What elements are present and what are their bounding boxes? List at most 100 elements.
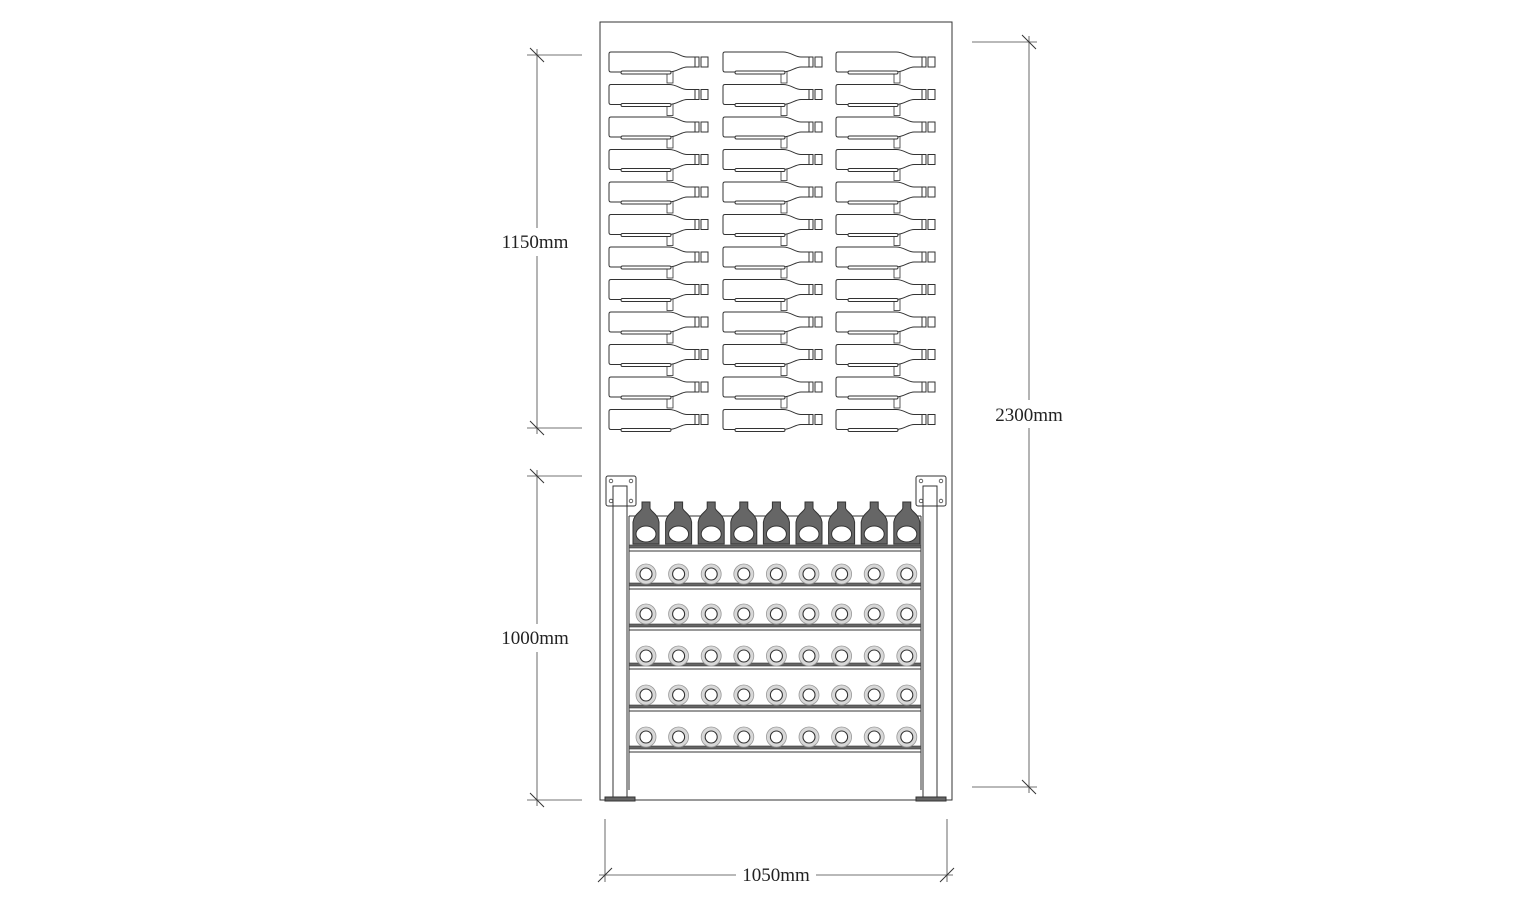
wine-bottle-top-shelf [730,501,758,545]
right-mount-bracket [915,475,947,507]
wine-bottle-side [608,409,709,432]
wine-bottle-base [766,603,787,625]
wine-bottle-base [831,726,852,748]
wine-bottle-base [863,726,885,748]
left-post [612,485,628,799]
wine-bottle-side [722,376,823,409]
wine-bottle-side [608,344,709,376]
shelf [628,704,922,712]
wine-bottle-side [835,84,936,116]
wine-bottle-base [863,684,885,706]
wine-bottle-side [608,149,709,181]
lower-height-label: 1000mm [501,628,569,649]
wine-bottle-side [608,279,709,311]
total-height-label: 2300mm [995,405,1063,426]
wine-bottle-base [896,684,918,706]
wine-bottle-base [733,563,755,585]
wine-bottle-base [700,726,722,748]
wine-bottle-top-shelf [893,501,921,545]
wine-bottle-base [766,684,787,706]
wine-bottle-base [766,645,787,667]
wine-bottle-base [635,603,657,625]
wine-bottle-side [835,409,936,432]
dimension-total-height: 2300mm [972,34,1063,795]
wine-bottle-base [863,645,885,667]
wine-bottle-side [835,344,936,376]
wine-bottle-side [722,84,823,116]
left-mount-bracket [605,475,637,507]
wine-bottle-base [863,563,885,585]
dimension-upper-height: 1150mm [502,47,582,436]
wine-bottle-top-shelf [632,501,660,545]
width-label: 1050mm [742,865,810,886]
wine-bottle-base [831,684,852,706]
wine-bottle-side [835,311,936,344]
wine-bottle-side [835,246,936,279]
wine-bottle-top-shelf [860,501,888,545]
wine-bottle-side [608,311,709,344]
wine-bottle-base [733,645,755,667]
wine-bottle-base [700,645,722,667]
wine-bottle-base [798,563,820,585]
wine-bottle-base [896,726,918,748]
wine-bottle-side [835,279,936,311]
wine-bottle-base [798,645,820,667]
wine-bottle-top-shelf [697,501,725,545]
right-post [922,485,938,799]
wine-bottle-side [608,84,709,116]
wine-bottle-base [831,603,852,625]
wine-bottle-side [835,116,936,149]
wine-bottle-side [722,51,823,84]
wine-bottle-base [896,645,918,667]
wine-bottle-base [896,563,918,585]
wine-bottle-base [733,603,755,625]
wine-bottle-base [831,645,852,667]
left-foot [604,796,636,802]
wine-bottle-top-shelf [665,501,693,545]
wine-bottle-base [700,684,722,706]
wine-bottle-side [835,376,936,409]
wine-bottle-side [608,51,709,84]
wine-bottle-base [668,603,689,625]
wine-bottle-top-shelf [795,501,823,545]
wine-bottle-side [608,376,709,409]
dimension-width: 1050mm [597,819,955,886]
wine-bottle-side [835,149,936,181]
wine-bottle-side [835,51,936,84]
wine-bottle-side [722,279,823,311]
wine-bottle-side [608,246,709,279]
cabinet-outline [599,21,953,801]
upper-height-label: 1150mm [502,232,569,253]
wine-bottle-base [635,684,657,706]
wine-bottle-side [722,409,823,432]
wine-bottle-side [722,214,823,246]
right-foot [915,796,947,802]
wine-bottle-base [700,603,722,625]
wine-bottle-side [722,181,823,214]
wine-bottle-base [863,603,885,625]
upper-bottle-rack [608,51,936,432]
wine-bottle-base [635,563,657,585]
wine-bottle-base [635,645,657,667]
wine-bottle-side [722,311,823,344]
dimension-lower-height: 1000mm [501,468,582,808]
wine-bottle-base [668,645,689,667]
lower-rack-frame [604,475,947,802]
wine-bottle-side [608,116,709,149]
wine-bottle-base [831,563,852,585]
wine-bottle-base [766,726,787,748]
wine-bottle-base [896,603,918,625]
wine-bottle-side [722,116,823,149]
shelf [628,623,922,631]
wine-bottle-side [835,181,936,214]
wine-bottle-side [722,149,823,181]
wine-bottle-base [700,563,722,585]
wine-bottle-base [798,726,820,748]
wine-bottle-base [668,684,689,706]
wine-bottle-base [635,726,657,748]
wine-bottle-side [608,214,709,246]
lower-bottle-rack [628,501,922,790]
wine-bottle-side [722,344,823,376]
wine-bottle-base [668,726,689,748]
